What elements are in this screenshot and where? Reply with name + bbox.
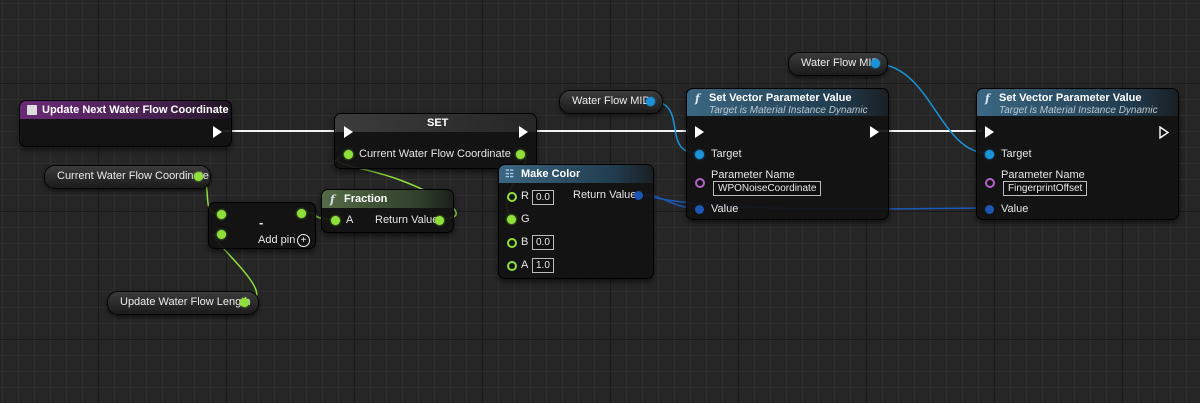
name-in-pin[interactable] — [985, 178, 995, 188]
object-out-pin[interactable] — [871, 59, 880, 68]
node-title: Set Vector Parameter Value — [999, 92, 1142, 104]
float-in-pin-a[interactable] — [507, 261, 517, 271]
node-title: Set Vector Parameter Value — [709, 92, 852, 104]
add-pin-icon[interactable]: + — [297, 234, 310, 247]
variable-water-flow-mid-1[interactable]: Water Flow MID — [559, 90, 663, 114]
exec-out-pin[interactable] — [870, 126, 879, 138]
add-pin-label[interactable]: Add pin — [258, 234, 296, 246]
parameter-name-input[interactable]: WPONoiseCoordinate — [713, 181, 822, 196]
exec-out-pin-unconnected[interactable] — [1159, 126, 1170, 139]
pin-label: A — [521, 259, 529, 271]
float-in-pin[interactable] — [331, 216, 340, 225]
set-node[interactable]: SET Current Water Flow Coordinate — [334, 113, 537, 169]
node-header: SET — [335, 114, 536, 132]
float-in-pin-b[interactable] — [217, 230, 226, 239]
node-header: ☷ Make Color — [499, 165, 653, 183]
pin-label: Return Value — [573, 189, 637, 201]
object-out-pin[interactable] — [646, 97, 655, 106]
float-in-pin-a[interactable] — [217, 210, 226, 219]
event-icon — [27, 105, 37, 115]
variable-label: Water Flow MID — [801, 57, 880, 69]
pin-label: Target — [711, 148, 742, 160]
struct-out-pin[interactable] — [634, 191, 643, 200]
float-out-pin[interactable] — [297, 209, 306, 218]
event-node-update-next-water-flow-coordinate[interactable]: Update Next Water Flow Coordinate — [19, 100, 232, 147]
target-in-pin[interactable] — [985, 150, 994, 159]
pin-label: Value — [711, 203, 739, 215]
pin-label: A — [346, 214, 354, 226]
function-icon: f — [985, 92, 990, 105]
exec-out-pin[interactable] — [213, 126, 222, 138]
parameter-name-input[interactable]: FingerprintOffset — [1003, 181, 1088, 196]
fraction-node[interactable]: f Fraction A Return Value — [321, 189, 454, 233]
pin-label: G — [521, 213, 530, 225]
wire-mid2-to-setvec2 — [875, 63, 988, 154]
float-in-pin-r[interactable] — [507, 192, 517, 202]
set-vector-parameter-value-node-1[interactable]: f Set Vector Parameter Value Target is M… — [686, 88, 889, 220]
node-title: SET — [427, 117, 449, 129]
name-in-pin[interactable] — [695, 178, 705, 188]
variable-label: Current Water Flow Coordinate — [57, 170, 209, 182]
node-title: Fraction — [344, 193, 388, 205]
node-title: Update Next Water Flow Coordinate — [42, 104, 229, 116]
operator-label: - — [259, 215, 264, 230]
pin-label: Value — [1001, 203, 1029, 215]
float-in-pin-b[interactable] — [507, 238, 517, 248]
exec-in-pin[interactable] — [344, 126, 353, 138]
pin-label: Parameter Name — [711, 169, 795, 181]
a-value-input[interactable]: 1.0 — [532, 258, 554, 273]
variable-current-water-flow-coordinate[interactable]: Current Water Flow Coordinate — [44, 165, 211, 189]
pin-label: Parameter Name — [1001, 169, 1085, 181]
node-header: Update Next Water Flow Coordinate — [20, 101, 231, 119]
node-header: f Set Vector Parameter Value Target is M… — [977, 89, 1178, 116]
node-header: f Set Vector Parameter Value Target is M… — [687, 89, 888, 116]
subtract-node[interactable]: - Add pin + — [208, 202, 316, 249]
pin-label: R — [521, 190, 529, 202]
target-in-pin[interactable] — [695, 150, 704, 159]
variable-label: Water Flow MID — [572, 95, 651, 107]
exec-out-pin[interactable] — [519, 126, 528, 138]
exec-in-pin[interactable] — [695, 126, 704, 138]
variable-label: Update Water Flow Length — [120, 296, 251, 308]
make-color-node[interactable]: ☷ Make Color Return Value R 0.0 G B 0.0 … — [498, 164, 654, 279]
value-in-pin[interactable] — [985, 205, 994, 214]
exec-in-pin[interactable] — [985, 126, 994, 138]
float-out-pin[interactable] — [516, 150, 525, 159]
float-in-pin-g[interactable] — [507, 215, 516, 224]
r-value-input[interactable]: 0.0 — [532, 190, 554, 205]
node-title: Make Color — [521, 168, 581, 180]
float-out-pin[interactable] — [435, 216, 444, 225]
float-in-pin[interactable] — [344, 150, 353, 159]
set-vector-parameter-value-node-2[interactable]: f Set Vector Parameter Value Target is M… — [976, 88, 1179, 220]
node-header: f Fraction — [322, 190, 453, 208]
node-subtitle: Target is Material Instance Dynamic — [999, 105, 1158, 116]
variable-water-flow-mid-2[interactable]: Water Flow MID — [788, 52, 888, 76]
float-out-pin[interactable] — [240, 298, 249, 307]
function-icon: f — [695, 92, 700, 105]
pin-label: B — [521, 236, 529, 248]
float-out-pin[interactable] — [194, 172, 203, 181]
pin-label: Return Value — [375, 214, 439, 226]
variable-update-water-flow-length[interactable]: Update Water Flow Length — [107, 291, 259, 315]
make-struct-icon: ☷ — [505, 169, 514, 180]
value-in-pin[interactable] — [695, 205, 704, 214]
pin-label: Current Water Flow Coordinate — [359, 148, 511, 160]
function-icon: f — [330, 193, 335, 206]
pin-label: Target — [1001, 148, 1032, 160]
b-value-input[interactable]: 0.0 — [532, 235, 554, 250]
node-subtitle: Target is Material Instance Dynamic — [709, 105, 868, 116]
